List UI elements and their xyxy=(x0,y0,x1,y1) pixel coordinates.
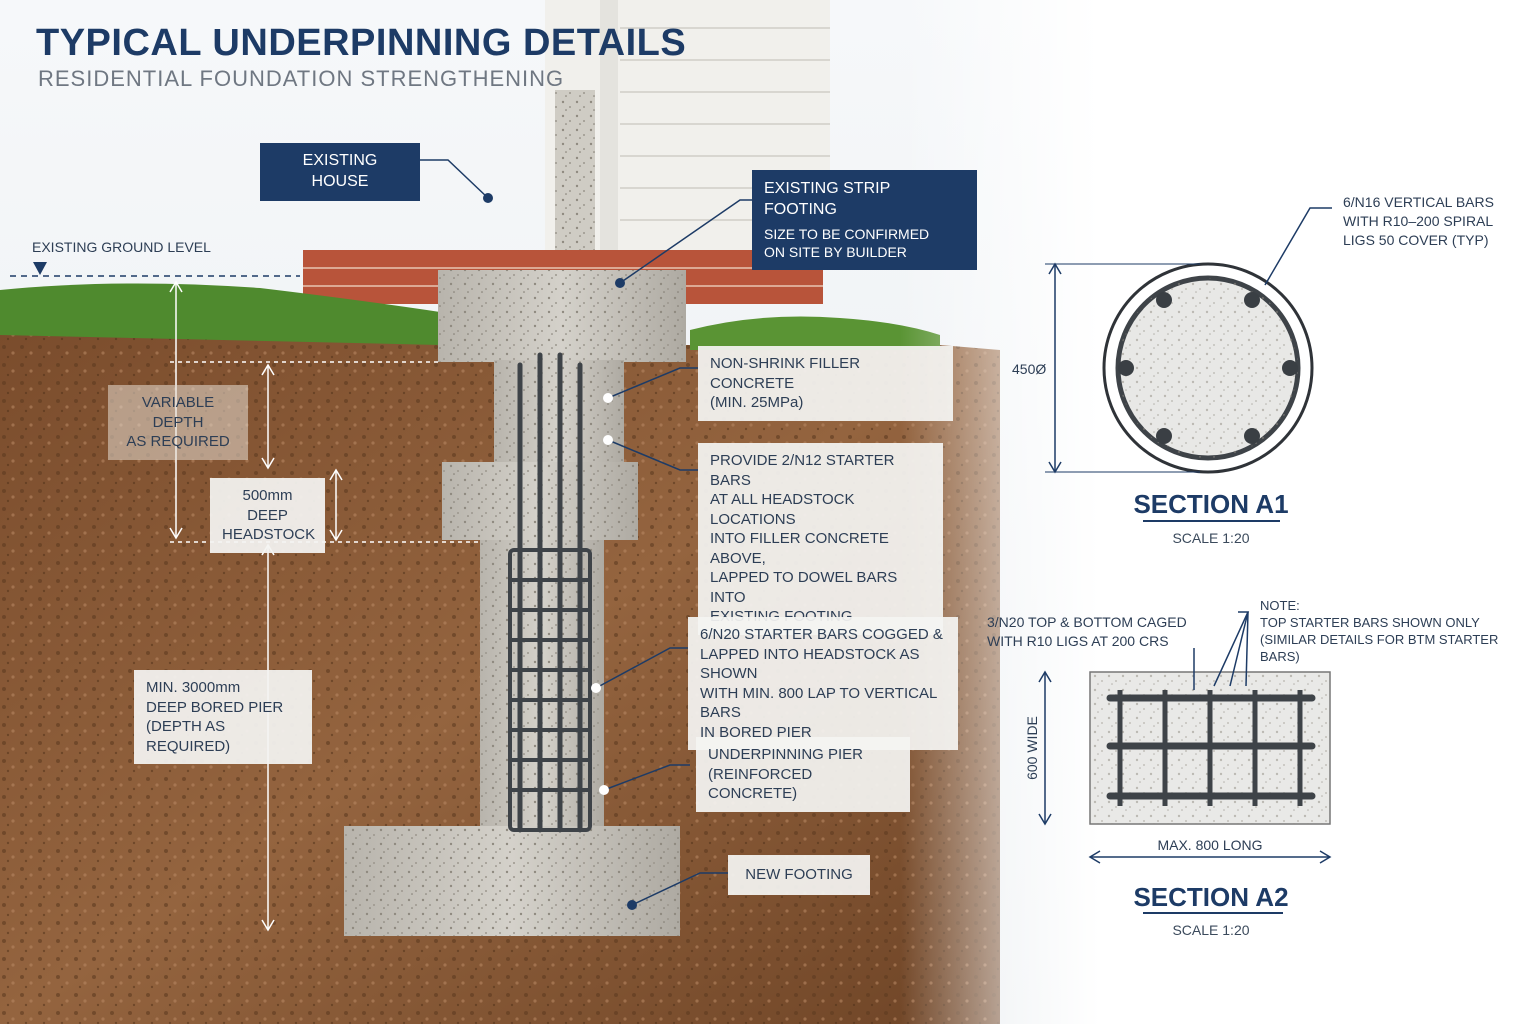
section-a2-length: MAX. 800 LONG xyxy=(1157,837,1263,853)
starter-line-3: INTO FILLER CONCRETE ABOVE, xyxy=(710,530,889,567)
page-subtitle: RESIDENTIAL FOUNDATION STRENGTHENING xyxy=(38,66,565,91)
cogged-line-4: IN BORED PIER xyxy=(700,723,812,741)
section-a2-graphic xyxy=(1038,611,1332,914)
section-a1-graphic xyxy=(1045,207,1332,522)
page-title: TYPICAL UNDERPINNING DETAILS xyxy=(36,22,687,64)
starter-line-2: AT ALL HEADSTOCK LOCATIONS xyxy=(710,491,855,528)
variable-depth-label: VARIABLE DEPTH AS REQUIRED xyxy=(108,385,248,460)
a1-note-line-3: LIGS 50 COVER (TYP) xyxy=(1343,231,1489,248)
filler-concrete-label: NON-SHRINK FILLER CONCRETE (MIN. 25MPa) xyxy=(698,346,953,421)
grass-left xyxy=(0,283,440,345)
new-footing-text: NEW FOOTING xyxy=(745,866,853,883)
section-a1-scale: SCALE 1:20 xyxy=(1172,530,1250,546)
bored-pier-line-3: (DEPTH AS REQUIRED) xyxy=(146,718,231,755)
grass-right xyxy=(690,316,940,350)
existing-house-text: EXISTING HOUSE xyxy=(302,152,378,190)
section-a2-width: 600 WIDE xyxy=(1024,716,1040,780)
pier-line-2: (REINFORCED CONCRETE) xyxy=(708,765,813,803)
a2-note-head: NOTE: xyxy=(1260,598,1300,613)
section-a2-note: NOTE: TOP STARTER BARS SHOWN ONLY (SIMIL… xyxy=(1260,598,1536,666)
house-siding xyxy=(545,0,830,260)
leader-lines xyxy=(420,159,755,906)
section-a1-note: 6/N16 VERTICAL BARS WITH R10–200 SPIRAL … xyxy=(1343,193,1494,250)
a1-note-line-2: WITH R10–200 SPIRAL xyxy=(1343,212,1494,229)
pier-line-1: UNDERPINNING PIER xyxy=(708,746,864,763)
a2-caged-line-2: WITH R10 LIGS AT 200 CRS xyxy=(987,632,1169,649)
variable-depth-line-2: AS REQUIRED xyxy=(126,433,230,450)
section-a2-caged-note: 3/N20 TOP & BOTTOM CAGED WITH R10 LIGS A… xyxy=(987,613,1187,651)
cogged-line-1: 6/N20 STARTER BARS COGGED & xyxy=(700,626,943,643)
ground-level-line xyxy=(10,262,300,277)
new-footing-label: NEW FOOTING xyxy=(728,855,870,895)
bored-pier-line-1: MIN. 3000mm xyxy=(146,679,241,696)
existing-house-label: EXISTING HOUSE xyxy=(260,143,420,201)
strip-footing-note-1: SIZE TO BE CONFIRMED xyxy=(764,225,930,242)
section-a2-scale: SCALE 1:20 xyxy=(1172,922,1250,938)
strip-footing-label: EXISTING STRIP FOOTING SIZE TO BE CONFIR… xyxy=(752,170,977,270)
section-a2-title: SECTION A2 xyxy=(1133,882,1289,912)
starter-line-1: PROVIDE 2/N12 STARTER BARS xyxy=(710,452,895,489)
a2-note-line-1: TOP STARTER BARS SHOWN ONLY xyxy=(1260,614,1480,630)
spiral-ligs xyxy=(508,548,592,832)
starter-bars-label: PROVIDE 2/N12 STARTER BARS AT ALL HEADST… xyxy=(698,443,943,635)
pier-label: UNDERPINNING PIER (REINFORCED CONCRETE) xyxy=(696,737,910,812)
a2-note-line-2: (SIMILAR DETAILS FOR BTM STARTER BARS) xyxy=(1260,631,1499,664)
ground-level-label: EXISTING GROUND LEVEL xyxy=(32,239,211,255)
a1-note-line-1: 6/N16 VERTICAL BARS xyxy=(1343,194,1494,210)
filler-line-1: NON-SHRINK FILLER CONCRETE xyxy=(710,355,861,392)
headstock-line-2: HEADSTOCK xyxy=(222,526,316,543)
cogged-bars-label: 6/N20 STARTER BARS COGGED & LAPPED INTO … xyxy=(688,617,958,750)
variable-depth-line-1: VARIABLE DEPTH xyxy=(141,394,215,431)
strip-footing-note-2: ON SITE BY BUILDER xyxy=(764,243,907,260)
filler-line-2: (MIN. 25MPa) xyxy=(710,394,804,411)
vertical-rebars xyxy=(517,352,583,833)
strip-footing-title: EXISTING STRIP FOOTING xyxy=(764,180,890,218)
cogged-line-3: WITH MIN. 800 LAP TO VERTICAL BARS xyxy=(700,684,937,722)
starter-line-4: LAPPED TO DOWEL BARS INTO xyxy=(710,569,898,606)
a2-caged-line-1: 3/N20 TOP & BOTTOM CAGED xyxy=(987,614,1187,630)
bored-pier-line-2: DEEP BORED PIER xyxy=(146,698,284,716)
headstock-line-1: 500mm DEEP xyxy=(242,487,293,524)
bored-pier-label: MIN. 3000mm DEEP BORED PIER (DEPTH AS RE… xyxy=(134,670,312,764)
leader-dots xyxy=(483,193,637,910)
section-a1-title: SECTION A1 xyxy=(1133,489,1289,519)
headstock-label: 500mm DEEP HEADSTOCK xyxy=(210,478,325,553)
cogged-line-2: LAPPED INTO HEADSTOCK AS SHOWN xyxy=(700,645,920,683)
section-a1-diameter: 450Ø xyxy=(1012,361,1047,377)
